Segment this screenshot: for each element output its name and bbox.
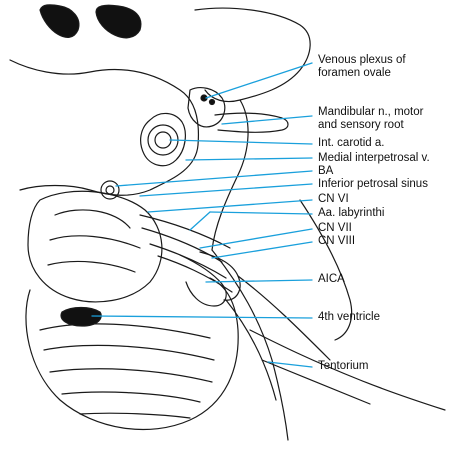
label-aica: AICA: [318, 273, 345, 286]
leader-tentorium: [267, 361, 313, 368]
label-aa-labyrinthi: Aa. labyrinthi: [318, 207, 384, 220]
leader-aa-labyrinthi-2: [209, 211, 313, 215]
leader-mandibular: [221, 115, 313, 125]
tentorium-surface: [249, 329, 446, 411]
mandibular-nerve: [214, 112, 289, 133]
leader-venous-plexus: [205, 62, 313, 99]
skull-base-outline: [9, 59, 200, 196]
label-ba-line-1: BA: [318, 165, 334, 177]
cerebellum-folia-2: [43, 344, 215, 361]
label-venous-plexus-line-2: foramen ovale: [318, 67, 391, 79]
right-dark-cavity: [95, 4, 142, 39]
leader-ba: [115, 170, 313, 187]
label-cn-vi-line-1: CN VI: [318, 193, 349, 205]
brainstem-inner-2: [49, 235, 141, 249]
leader-cn-viii: [211, 241, 313, 259]
cerebellum-folia-4: [61, 391, 201, 403]
cerebellum-folia-1: [39, 323, 211, 339]
brainstem-inner-3: [47, 260, 136, 273]
label-int-carotid: Int. carotid a.: [318, 137, 384, 150]
cerebellum-outline: [25, 277, 239, 431]
petrous-bone: [140, 112, 186, 167]
label-inferior-petrosal: Inferior petrosal sinus: [318, 178, 428, 191]
leader-inferior-petrosal: [139, 183, 313, 197]
leader-fourth-ventricle: [91, 315, 313, 319]
label-aica-line-1: AICA: [318, 273, 345, 285]
leader-medial-interpetrosal: [185, 157, 313, 161]
label-mandibular-line-1: Mandibular n., motor: [318, 106, 424, 118]
label-ba: BA: [318, 165, 333, 178]
nerve-bundle-1: [139, 214, 231, 249]
label-medial-interpetrosal: Medial interpetrosal v.: [318, 152, 430, 165]
tentorium-edge-3: [237, 275, 331, 361]
label-mandibular-line-2: and sensory root: [318, 119, 404, 131]
label-aa-labyrinthi-line-1: Aa. labyrinthi: [318, 207, 385, 219]
carotid-ring-inner: [154, 131, 172, 149]
label-fourth-ventricle: 4th ventricle: [318, 311, 380, 324]
label-cn-viii-line-1: CN VIII: [318, 235, 356, 247]
lateral-bone: [299, 199, 353, 341]
aica-loop: [179, 254, 227, 307]
leader-cn-vii: [199, 228, 313, 249]
brainstem-inner-1: [54, 209, 131, 229]
label-venous-plexus: Venous plexus of foramen ovale: [318, 54, 406, 80]
label-fourth-ventricle-line-1: 4th ventricle: [318, 311, 381, 323]
temporal-region: [194, 7, 311, 103]
brainstem: [27, 190, 163, 303]
label-medial-interpetrosal-line-1: Medial interpetrosal v.: [318, 152, 430, 164]
label-tentorium: Tentorium: [318, 360, 369, 373]
basilar-artery-lumen: [105, 185, 115, 195]
label-venous-plexus-line-1: Venous plexus of: [318, 54, 406, 66]
tentorial-edge-upper: [211, 99, 249, 251]
venous-plexus-dot-2: [208, 98, 216, 106]
label-cn-vii-line-1: CN VII: [318, 222, 352, 234]
basilar-artery: [100, 180, 120, 200]
left-dark-cavity: [39, 4, 80, 38]
label-mandibular-n: Mandibular n., motor and sensory root: [318, 106, 423, 132]
label-int-carotid-line-1: Int. carotid a.: [318, 137, 385, 149]
label-cn-vii: CN VII: [318, 222, 352, 235]
nerve-bundle-3: [149, 243, 227, 279]
label-inferior-petrosal-line-1: Inferior petrosal sinus: [318, 178, 428, 190]
leader-aa-labyrinthi-1: [189, 211, 211, 231]
leader-aica: [205, 279, 313, 283]
label-cn-viii: CN VIII: [318, 235, 355, 248]
cerebellum-folia-3: [49, 368, 213, 383]
fourth-ventricle: [60, 306, 102, 327]
label-cn-vi: CN VI: [318, 193, 349, 206]
tentorium-surface-2: [261, 359, 371, 405]
tentorium-edge-1: [211, 249, 289, 441]
tentorium-edge-2: [225, 299, 277, 401]
cerebellum-folia-5: [79, 412, 191, 419]
leader-int-carotid: [169, 139, 313, 145]
foramen-ovale-region: [187, 87, 226, 128]
leader-cn-vi: [147, 199, 313, 213]
label-tentorium-line-1: Tentorium: [318, 360, 369, 372]
